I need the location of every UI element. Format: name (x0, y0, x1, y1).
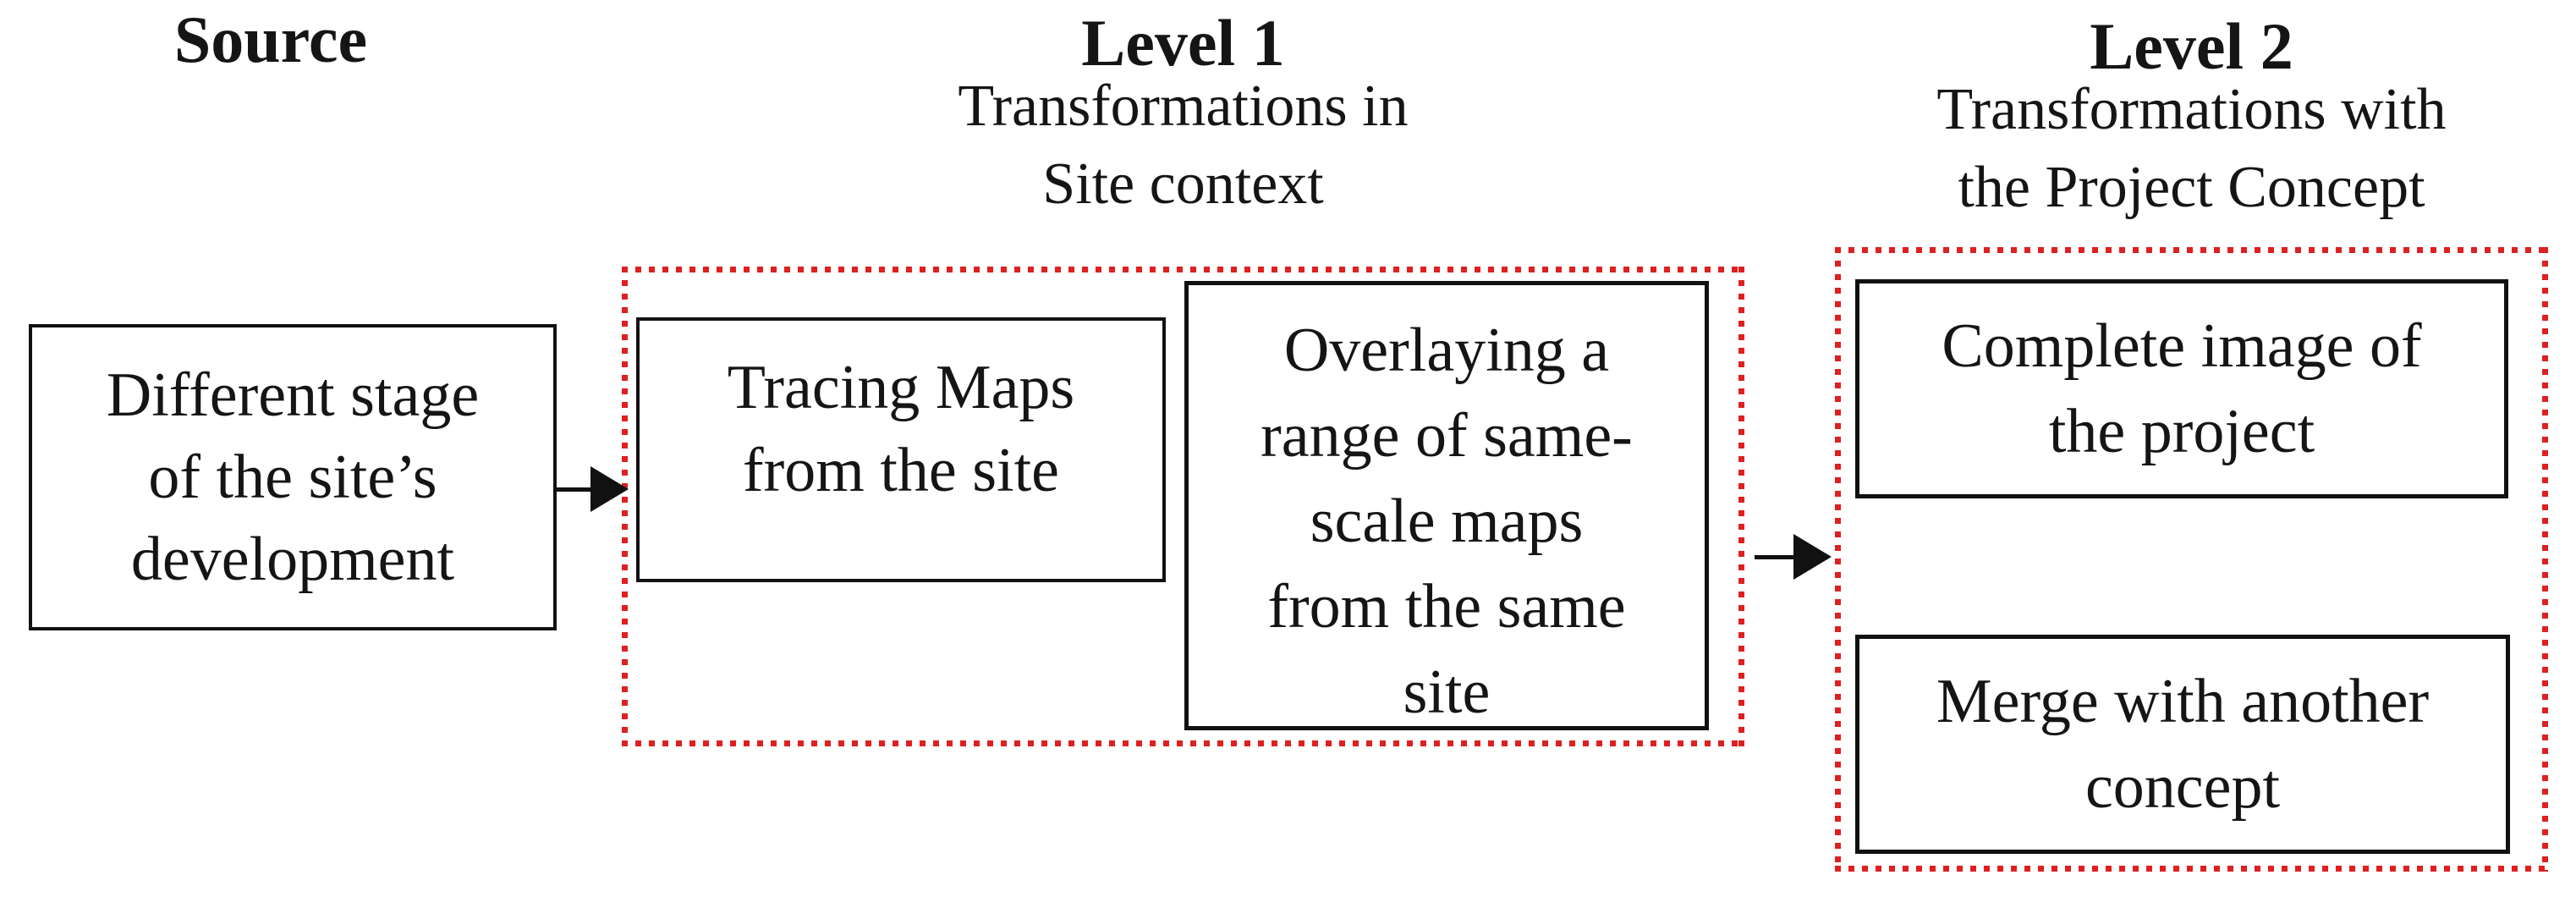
level1-heading-subtitle: Transformations in Site context (958, 74, 1409, 217)
arrow-right-head-icon (1793, 534, 1832, 580)
tracing-maps-box: Tracing Maps from the site (636, 317, 1166, 582)
arrow-right-head-icon (590, 466, 629, 512)
arrow-shaft (1755, 555, 1795, 559)
level2-heading-title: Level 2 (2090, 9, 2293, 83)
source-column-heading: Source (0, 7, 541, 73)
complete-image-box: Complete image of the project (1855, 279, 2508, 498)
source-heading-title: Source (173, 3, 368, 76)
overlaying-maps-box: Overlaying a range of same- scale maps f… (1184, 281, 1709, 730)
arrow-shaft (557, 487, 592, 492)
level1-heading-title: Level 1 (1081, 6, 1285, 80)
source-stage-box: Different stage of the site’s developmen… (29, 324, 557, 630)
level2-heading-subtitle: Transformations with the Project Concept (1936, 77, 2447, 220)
level1-column-heading: Level 1 Transformations in Site context (622, 6, 1744, 223)
level2-column-heading: Level 2 Transformations with the Project… (1835, 9, 2548, 227)
merge-concept-box: Merge with another concept (1855, 635, 2510, 854)
